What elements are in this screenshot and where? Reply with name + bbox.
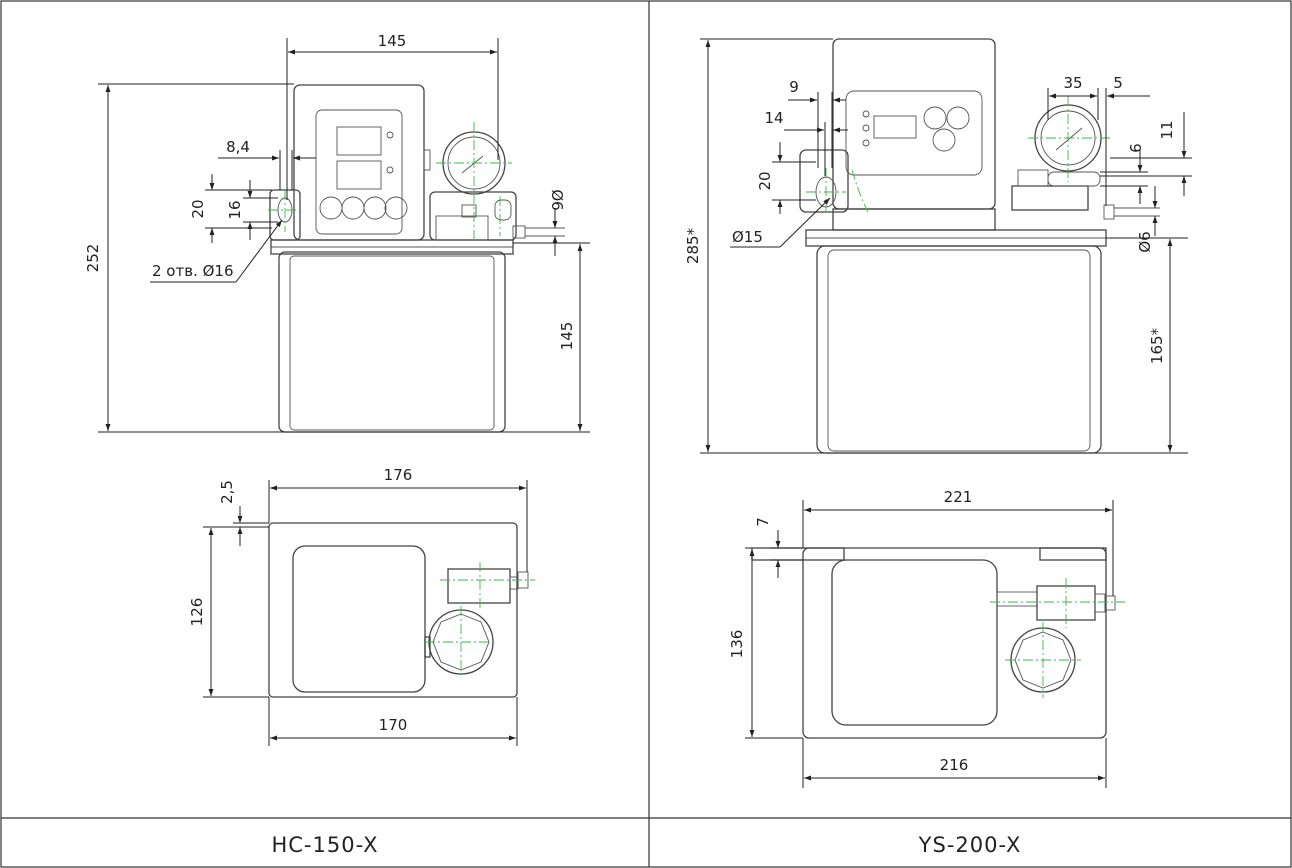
ys-dim-pipe: Ø6 xyxy=(1136,231,1154,252)
ys-dim-height: 285* xyxy=(684,227,702,264)
ys-dim-9-right: 9 xyxy=(1126,143,1144,153)
hc-dim-height: 252 xyxy=(84,244,102,273)
caption-hc-150-x: HC-150-X xyxy=(271,833,378,857)
hc-dim-pipe: Ø6 xyxy=(548,189,566,210)
hc-dim-20: 20 xyxy=(189,199,207,218)
hc-top-dim-126: 126 xyxy=(188,598,206,627)
ys-dim-9-left: 9 xyxy=(789,78,799,96)
ys-top-dim-7: 7 xyxy=(754,517,772,527)
ys-dim-20: 20 xyxy=(756,171,774,190)
hc-top-dim-170: 170 xyxy=(379,716,408,734)
ys-front-view xyxy=(799,38,1160,454)
hc-top-dim-2-5: 2,5 xyxy=(218,480,236,504)
ys-dim-35: 35 xyxy=(1063,74,1082,92)
hc-dim-tank-height: 145 xyxy=(558,322,576,351)
caption-ys-200-x: YS-200-X xyxy=(918,833,1022,857)
hc-dim-16: 16 xyxy=(226,200,244,219)
hc-dim-holes: 2 отв. Ø16 xyxy=(152,262,234,280)
hc-front-dimensions: 145 252 145 8,4 20 16 Ø6 2 отв. xyxy=(84,32,590,433)
hc-top-view xyxy=(268,522,535,698)
ys-top-dim-136: 136 xyxy=(728,630,746,659)
hc-dim-8-4: 8,4 xyxy=(226,138,250,156)
ys-dim-hole: Ø15 xyxy=(732,228,763,246)
ys-top-dim-216: 216 xyxy=(940,756,969,774)
ys-dim-11: 11 xyxy=(1158,120,1176,139)
ys-dim-14: 14 xyxy=(764,109,783,127)
ys-top-dim-221: 221 xyxy=(944,488,973,506)
hc-top-dim-176: 176 xyxy=(384,466,413,484)
hc-dim-width: 145 xyxy=(378,32,407,50)
ys-dim-5: 5 xyxy=(1113,74,1123,92)
ys-top-dimensions: 221 7 136 216 xyxy=(728,488,1114,788)
hc-top-dimensions: 176 2,5 126 170 xyxy=(188,466,528,746)
hc-front-view xyxy=(268,84,565,433)
ys-top-view xyxy=(751,547,1125,739)
ys-front-dimensions: 285* 165* 9 14 20 Ø15 35 5 xyxy=(684,38,1192,454)
ys-dim-tank-height: 165* xyxy=(1148,327,1166,364)
